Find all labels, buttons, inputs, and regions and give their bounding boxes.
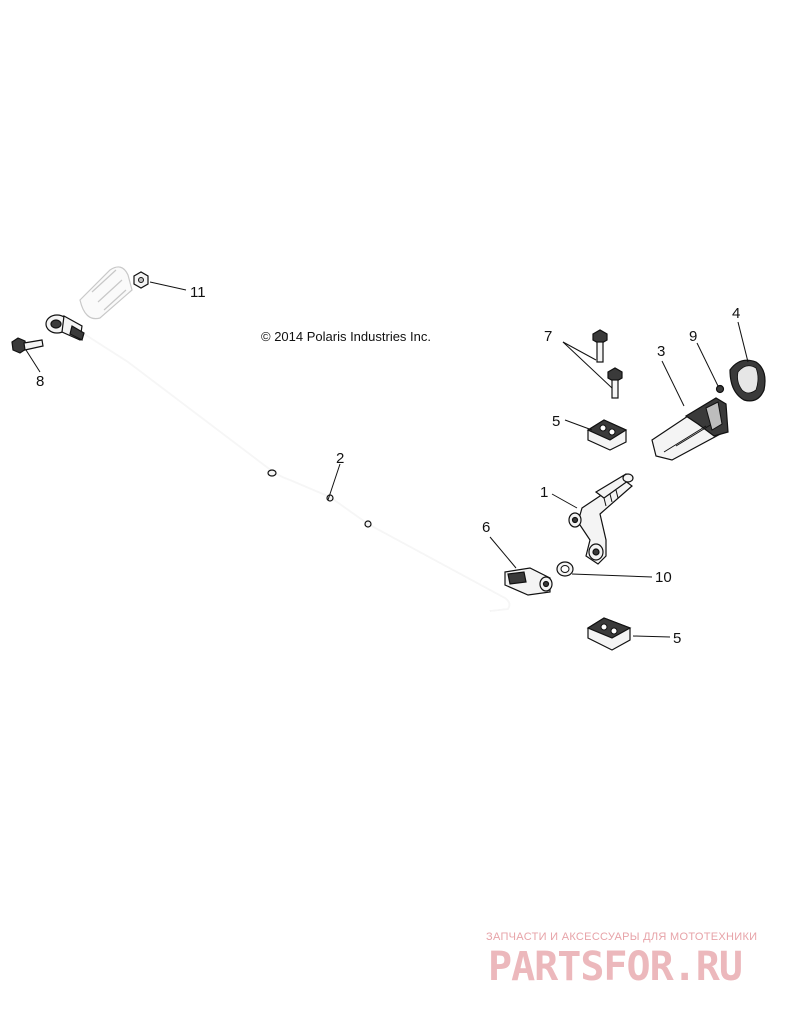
callout-9: 9 — [689, 328, 697, 345]
screw-part-9 — [715, 384, 725, 394]
mount-part-5-lower — [586, 617, 632, 651]
shift-lever-part-1 — [568, 473, 634, 565]
callout-8: 8 — [36, 373, 44, 390]
callout-5-lower: 5 — [673, 630, 681, 647]
bolt-part-8 — [11, 337, 44, 354]
watermark-subtitle: ЗАПЧАСТИ И АКСЕССУАРЫ ДЛЯ МОТОТЕХНИКИ — [486, 931, 757, 943]
callout-3: 3 — [657, 343, 665, 360]
callout-10: 10 — [655, 569, 672, 586]
callout-7: 7 — [544, 328, 552, 345]
bolts-part-7 — [592, 329, 623, 399]
washer-part-10 — [556, 561, 574, 577]
mount-part-5-upper — [586, 419, 628, 451]
callout-6: 6 — [482, 519, 490, 536]
callout-5-upper: 5 — [552, 413, 560, 430]
callout-2: 2 — [336, 450, 344, 467]
callout-4: 4 — [732, 305, 740, 322]
shift-boot-part — [79, 266, 133, 320]
nut-part-11 — [133, 271, 149, 289]
callout-11: 11 — [190, 284, 206, 301]
copyright-text: © 2014 Polaris Industries Inc. — [261, 329, 431, 344]
watermark-brand: PARTSFOR.RU — [488, 944, 742, 990]
callout-1: 1 — [540, 484, 548, 501]
leader-lines — [25, 281, 749, 638]
watermark: ЗАПЧАСТИ И АКСЕССУАРЫ ДЛЯ МОТОТЕХНИКИ PA… — [486, 931, 757, 990]
knob-cap-part-4 — [729, 359, 766, 402]
shift-rod-part-2 — [45, 314, 511, 612]
shift-knob-part-3 — [651, 397, 729, 461]
clevis-part-6 — [504, 567, 553, 596]
